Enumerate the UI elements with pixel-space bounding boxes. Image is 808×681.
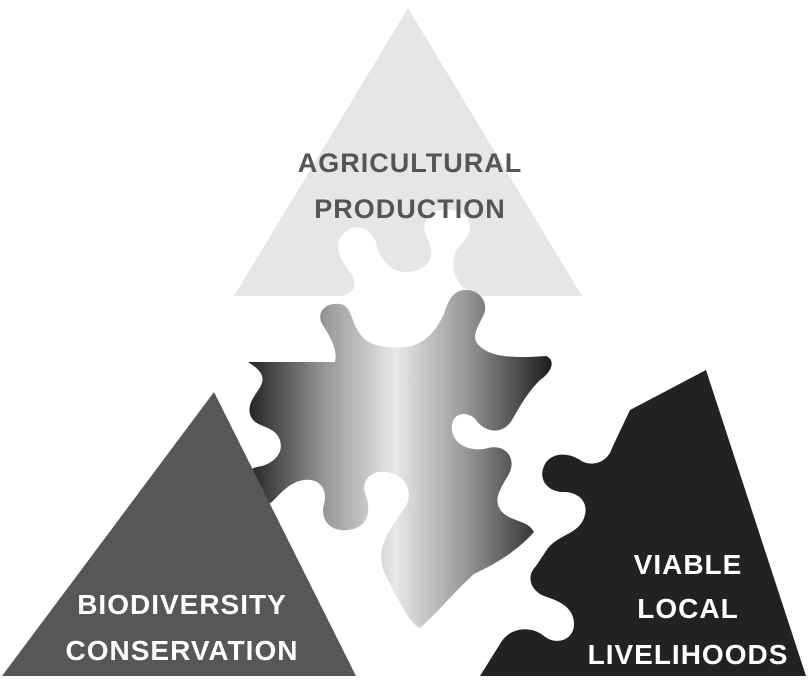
viable-local-livelihoods-piece: [480, 370, 806, 676]
center-connector-piece: [239, 290, 552, 628]
agricultural-production-piece: [234, 8, 582, 296]
agri-line-1: AGRICULTURAL: [298, 148, 522, 178]
agri-line-2: PRODUCTION: [314, 194, 506, 224]
biodiversity-conservation-piece: [2, 392, 356, 676]
viable-local-livelihoods-label: VIABLE LOCAL LIVELIHOODS: [588, 549, 789, 670]
agricultural-production-label: AGRICULTURAL PRODUCTION: [298, 148, 522, 224]
biodiversity-conservation-label: BIODIVERSITY CONSERVATION: [66, 589, 299, 666]
bio-line-1: BIODIVERSITY: [77, 589, 287, 620]
viable-line-1: VIABLE: [634, 549, 743, 580]
bio-line-2: CONSERVATION: [66, 635, 299, 666]
viable-line-3: LIVELIHOODS: [588, 639, 789, 670]
viable-line-2: LOCAL: [637, 593, 738, 624]
